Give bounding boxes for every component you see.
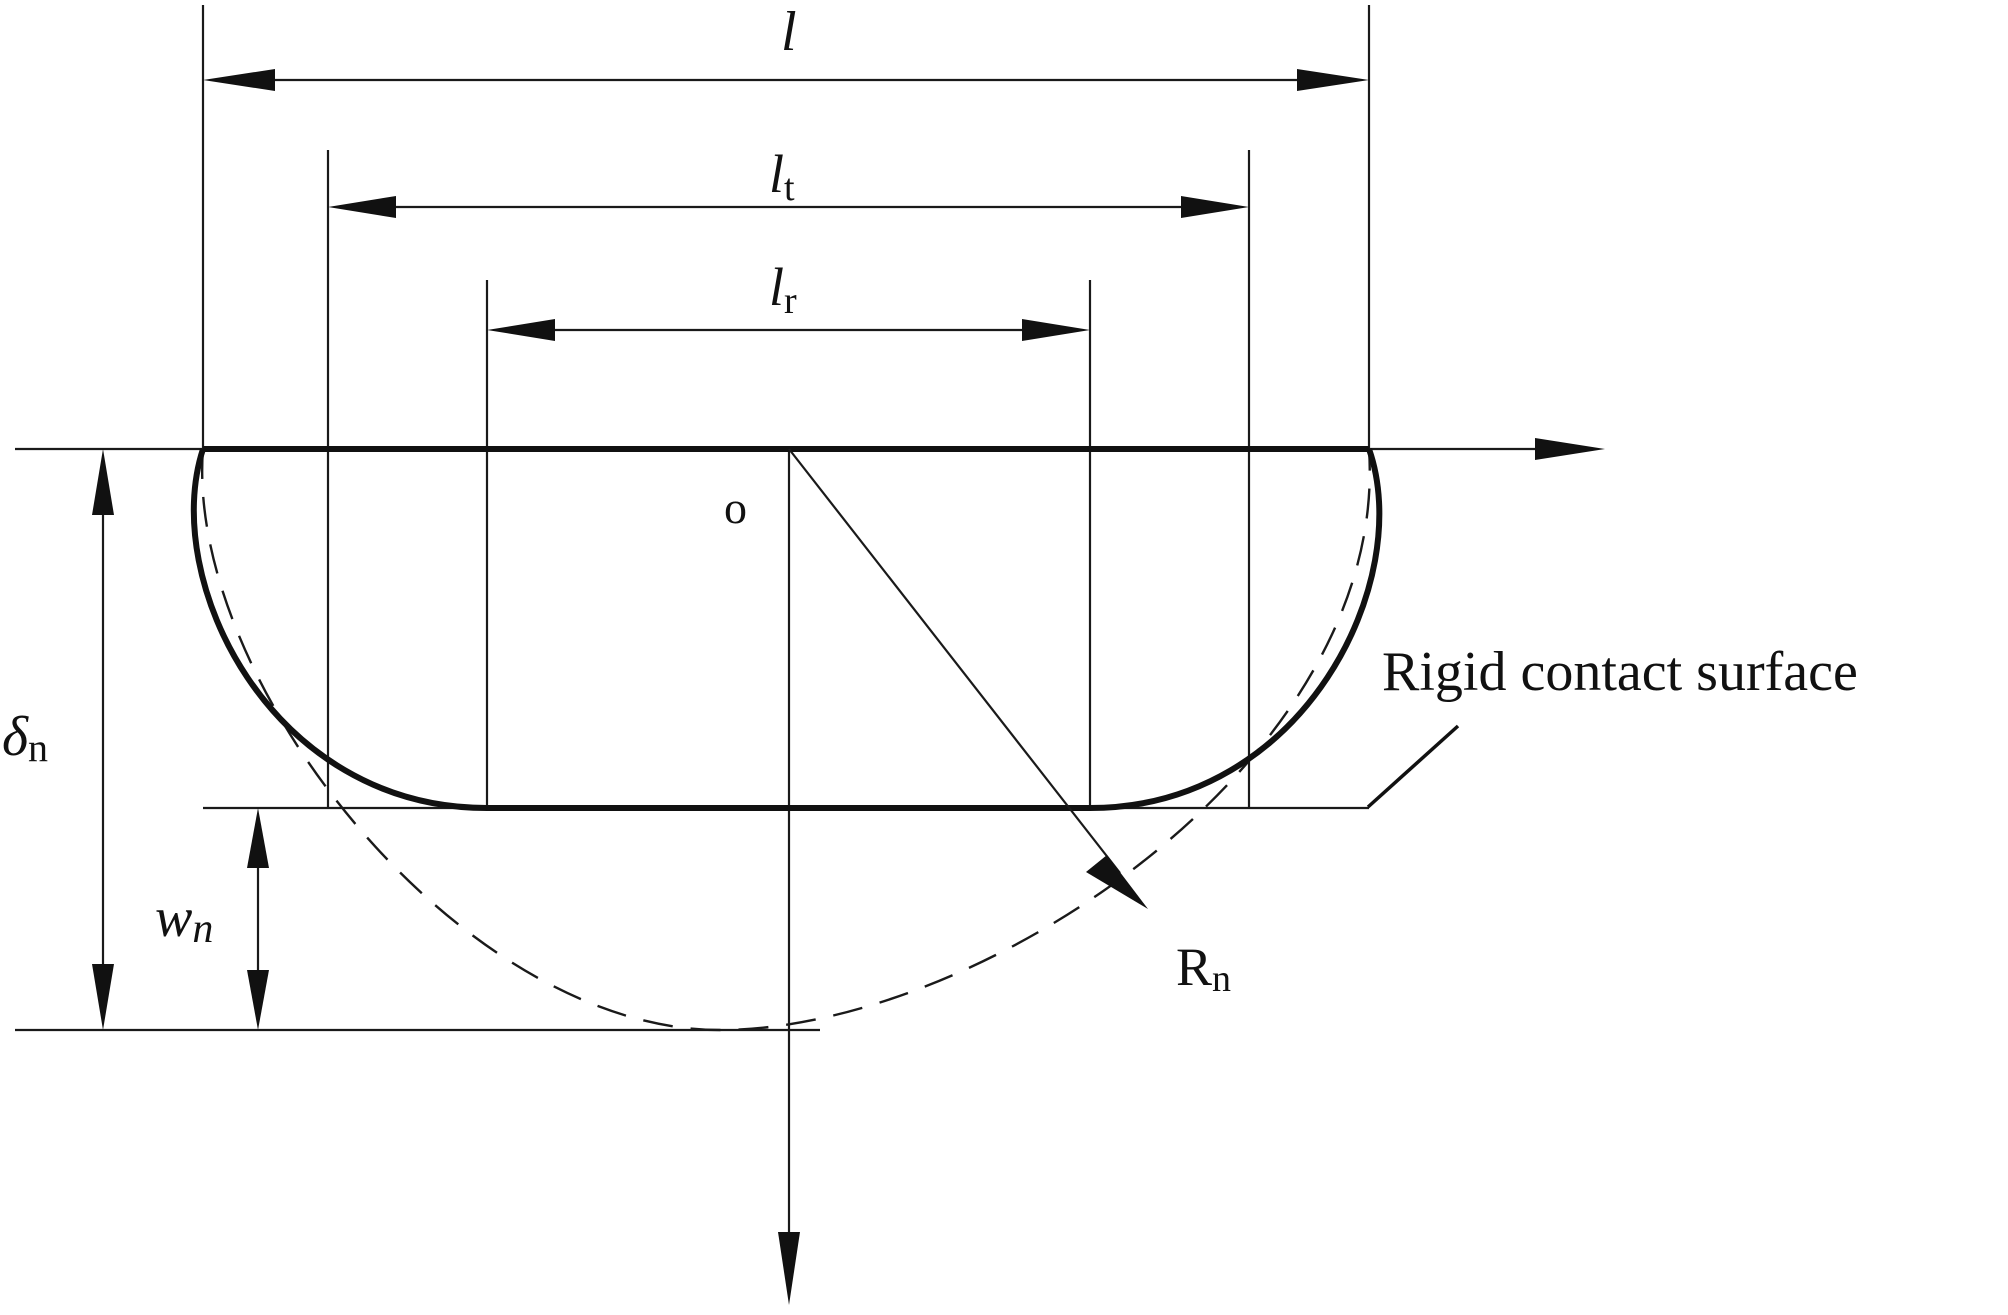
- label-origin: o: [724, 482, 747, 533]
- deformed-profile: [190, 446, 1383, 811]
- label-rigid-contact-surface: Rigid contact surface: [1382, 641, 1858, 703]
- label-l: l: [781, 1, 797, 63]
- label-radius-main: R: [1176, 937, 1212, 997]
- label-w-n: wn: [155, 887, 213, 952]
- label-lr-main: l: [769, 257, 784, 317]
- radius-arrow: [788, 448, 1148, 909]
- label-lt-sub: t: [784, 167, 795, 209]
- label-delta-n: δn: [2, 706, 48, 770]
- dimension-delta-n: [92, 449, 114, 1030]
- label-w-main: w: [155, 887, 192, 949]
- label-radius: Rn: [1176, 937, 1231, 1000]
- label-w-sub: n: [192, 906, 213, 952]
- label-delta-main: δ: [2, 706, 29, 768]
- dimension-lt: [328, 196, 1249, 218]
- dimension-lr: [487, 319, 1090, 341]
- label-lr-sub: r: [784, 280, 797, 322]
- vertical-axis: [778, 449, 800, 1305]
- dimension-l: [203, 69, 1369, 91]
- label-radius-sub: n: [1212, 958, 1231, 1000]
- dimension-w-n: [247, 808, 269, 1030]
- label-lr: lr: [769, 257, 797, 322]
- label-delta-sub: n: [28, 725, 48, 770]
- undeformed-arc: [200, 448, 1371, 1032]
- label-lt: lt: [769, 144, 795, 209]
- label-lt-main: l: [769, 144, 784, 204]
- surface-leader-line: [1366, 724, 1460, 809]
